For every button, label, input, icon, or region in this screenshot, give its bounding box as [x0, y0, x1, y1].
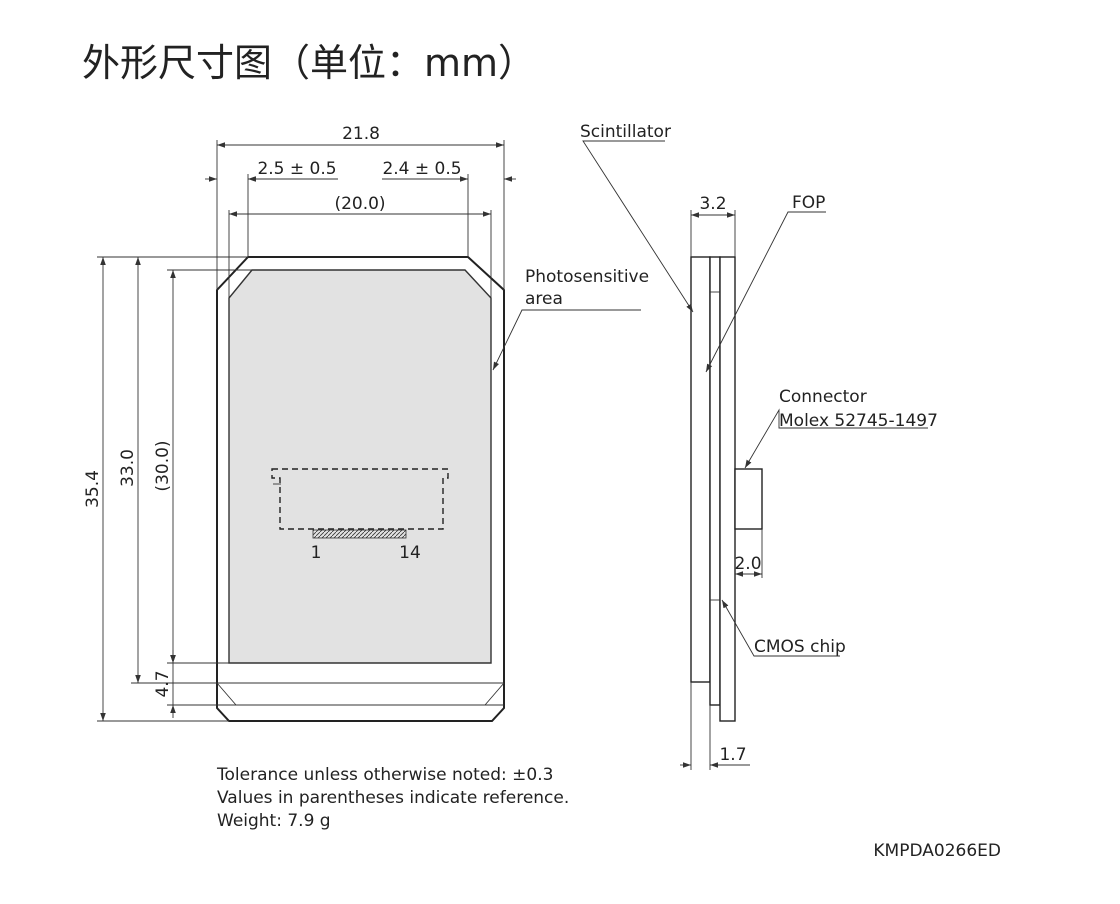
connector-outline-dashed	[271, 468, 449, 530]
connector-pins	[312, 529, 407, 539]
label-scintillator: Scintillator	[580, 122, 671, 142]
dim-base-offset: 1.7	[719, 745, 746, 765]
dim-active-height: (30.0)	[153, 440, 173, 491]
active-area	[228, 269, 492, 664]
dim-left-margin: 2.5 ± 0.5	[257, 159, 336, 179]
dim-bottom-offset: 4.7	[153, 670, 173, 697]
notes-block: Tolerance unless otherwise noted: ±0.3 V…	[216, 765, 569, 831]
dim-overall-height: 35.4	[83, 470, 103, 508]
pin-1-label: 1	[311, 543, 322, 563]
bottom-bevel-left	[216, 682, 237, 706]
dim-right-margin: 2.4 ± 0.5	[382, 159, 461, 179]
connector-body	[734, 468, 763, 530]
label-fop: FOP	[792, 193, 825, 213]
page-title: 外形尺寸图（单位：mm）	[82, 41, 536, 85]
dim-height-33: 33.0	[118, 449, 138, 487]
dim-connector-depth: 2.0	[734, 554, 761, 574]
cmos-board	[719, 256, 736, 722]
front-view: 1 14	[216, 256, 505, 722]
pin-14-label: 14	[399, 543, 421, 563]
bottom-bevel-right	[484, 682, 505, 706]
scintillator-plate	[690, 256, 711, 683]
label-connector-2: Molex 52745-1497	[779, 411, 938, 431]
side-dimensions: 3.2 2.0 1.7 Scintillator FOP Connector M…	[580, 122, 938, 770]
label-connector-1: Connector	[779, 387, 867, 407]
dim-overall-width: 21.8	[342, 124, 380, 144]
note-parentheses: Values in parentheses indicate reference…	[217, 788, 569, 808]
label-photosensitive-2: area	[525, 289, 563, 309]
fop-plate	[709, 256, 721, 706]
label-cmos-chip: CMOS chip	[754, 637, 846, 657]
dim-thickness: 3.2	[699, 194, 726, 214]
note-weight: Weight: 7.9 g	[217, 811, 331, 831]
note-tolerance: Tolerance unless otherwise noted: ±0.3	[216, 765, 553, 785]
front-dimensions: 21.8 2.5 ± 0.5 2.4 ± 0.5 (20.0) 35.4 33.…	[83, 124, 649, 722]
dim-active-width: (20.0)	[334, 194, 385, 214]
label-photosensitive-1: Photosensitive	[525, 267, 649, 287]
drawing-id: KMPDA0266ED	[873, 841, 1001, 861]
